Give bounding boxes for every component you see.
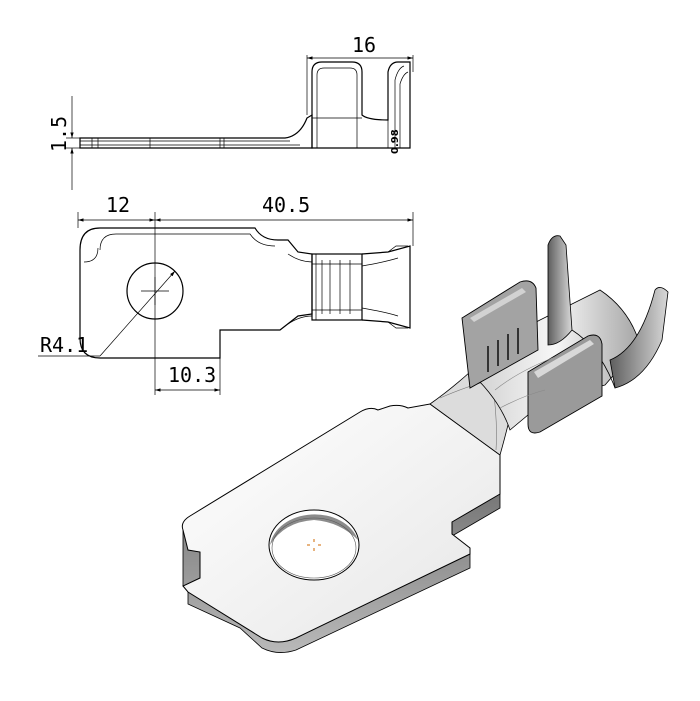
dim-overall-length: 40.5 (262, 193, 310, 217)
dim-hole-radius: R4.1 (40, 333, 88, 357)
part-marking: 0.98 (390, 129, 401, 154)
top-view: 12 40.5 R4.1 10.3 (38, 193, 414, 395)
center-mark-icon (307, 539, 321, 551)
dim-tab-width: 10.3 (168, 363, 216, 387)
ring-hole (268, 509, 360, 581)
side-view: 0.98 16 1.5 (47, 33, 414, 190)
crimp-wing-front (527, 334, 603, 434)
dim-side-length: 16 (352, 33, 376, 57)
isometric-view (181, 235, 669, 653)
dim-ring-offset: 12 (106, 193, 130, 217)
crimp-wing-back (461, 280, 539, 389)
dim-thickness: 1.5 (47, 116, 71, 152)
